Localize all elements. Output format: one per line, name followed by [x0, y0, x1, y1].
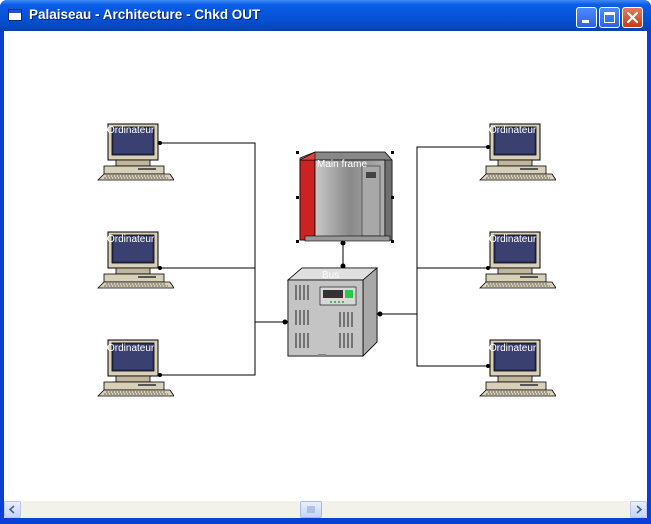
maximize-button[interactable]: [599, 7, 620, 28]
minimize-button[interactable]: [576, 7, 597, 28]
arrow-right-icon: [636, 505, 643, 514]
window-title: Palaiseau - Architecture - Chkd OUT: [29, 7, 261, 22]
horizontal-scrollbar[interactable]: [4, 501, 647, 518]
window-icon: [8, 9, 22, 21]
scroll-thumb[interactable]: [300, 501, 322, 518]
title-bar[interactable]: Palaiseau - Architecture - Chkd OUT: [0, 0, 651, 31]
diagram-canvas[interactable]: Ordinateur Ordinateur Ordinateur Ordinat…: [4, 31, 647, 501]
maximize-icon: [604, 12, 615, 23]
grip-icon: [307, 506, 315, 513]
arrow-left-icon: [8, 505, 15, 514]
mainframe-node: [299, 151, 393, 242]
computer-right-1-label[interactable]: Ordinateur: [489, 125, 537, 136]
connection-lines: [160, 142, 488, 376]
minimize-icon: [582, 20, 589, 23]
server-label[interactable]: Bus: [322, 270, 340, 281]
computer-left-2-label[interactable]: Ordinateur: [107, 234, 155, 245]
computer-left-1-label[interactable]: Ordinateur: [107, 125, 155, 136]
server-node: [286, 267, 379, 357]
selection-handles: [296, 151, 394, 243]
computer-right-3-label[interactable]: Ordinateur: [489, 343, 537, 354]
mainframe-label[interactable]: Main frame: [317, 159, 368, 170]
computer-right-2-label[interactable]: Ordinateur: [489, 234, 537, 245]
scroll-left-button[interactable]: [4, 501, 21, 518]
computer-left-3-label[interactable]: Ordinateur: [107, 343, 155, 354]
close-button[interactable]: [622, 7, 643, 28]
connection-endpoints: [158, 141, 490, 377]
diagram-drawing: [97, 123, 556, 397]
close-icon: [626, 11, 639, 24]
scroll-right-button[interactable]: [630, 501, 647, 518]
